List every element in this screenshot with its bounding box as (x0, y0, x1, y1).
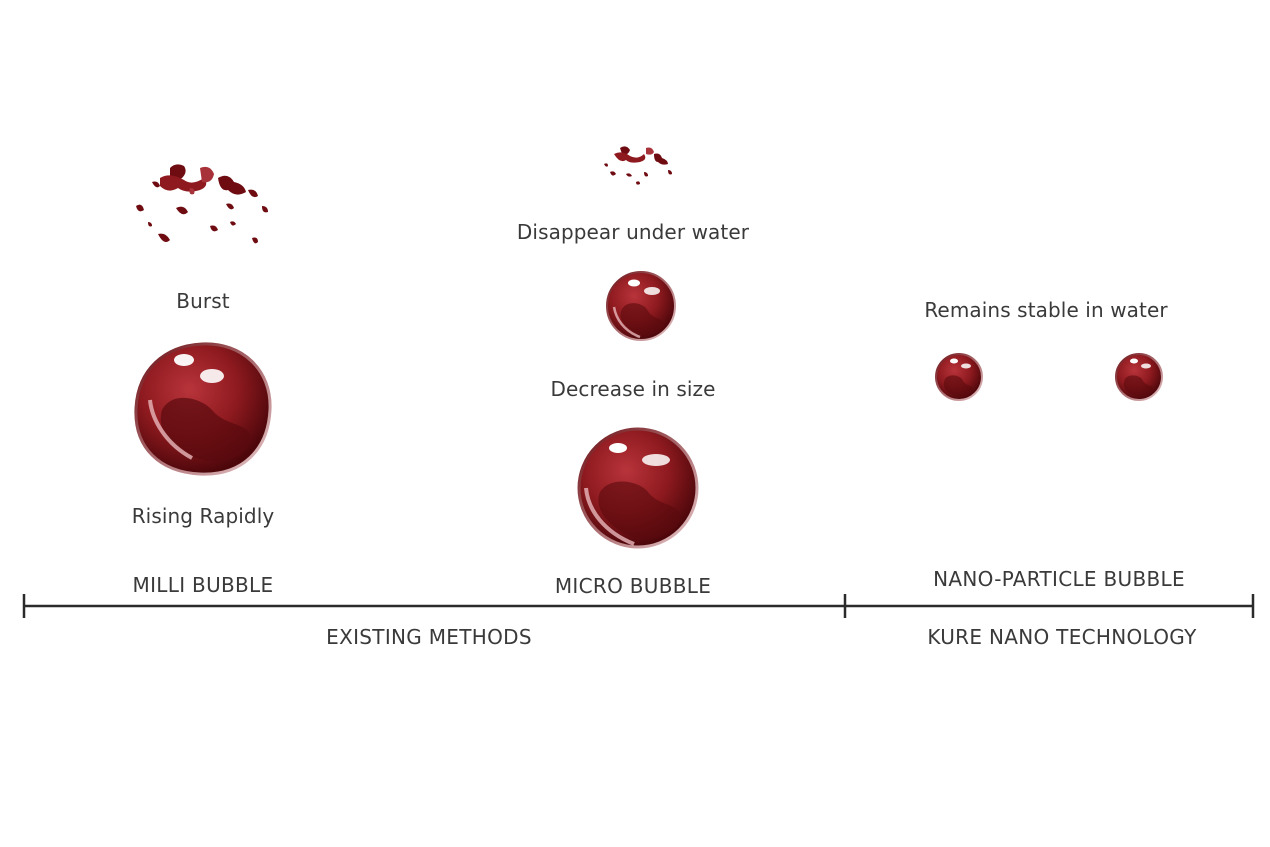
micro-bubble-title: MICRO BUBBLE (554, 574, 712, 598)
small-splatter-icon (604, 146, 672, 185)
existing-methods-label: EXISTING METHODS (326, 625, 532, 649)
disappear-label: Disappear under water (516, 220, 750, 244)
decrease-size-label: Decrease in size (550, 377, 716, 401)
milli-bubble-title: MILLI BUBBLE (132, 573, 274, 597)
micro-bubble-large-icon (577, 427, 699, 549)
burst-label: Burst (176, 289, 230, 313)
kure-nano-technology-label: KURE NANO TECHNOLOGY (927, 625, 1197, 649)
burst-splatter-icon (136, 164, 268, 244)
rising-rapidly-label: Rising Rapidly (131, 504, 275, 528)
nano-bubble-right-icon (1115, 353, 1163, 401)
micro-bubble-small-icon (606, 271, 676, 341)
milli-bubble-icon (134, 342, 272, 476)
nano-bubble-left-icon (935, 353, 983, 401)
remains-stable-label: Remains stable in water (924, 298, 1168, 322)
nano-bubble-title: NANO-PARTICLE BUBBLE (933, 567, 1185, 591)
